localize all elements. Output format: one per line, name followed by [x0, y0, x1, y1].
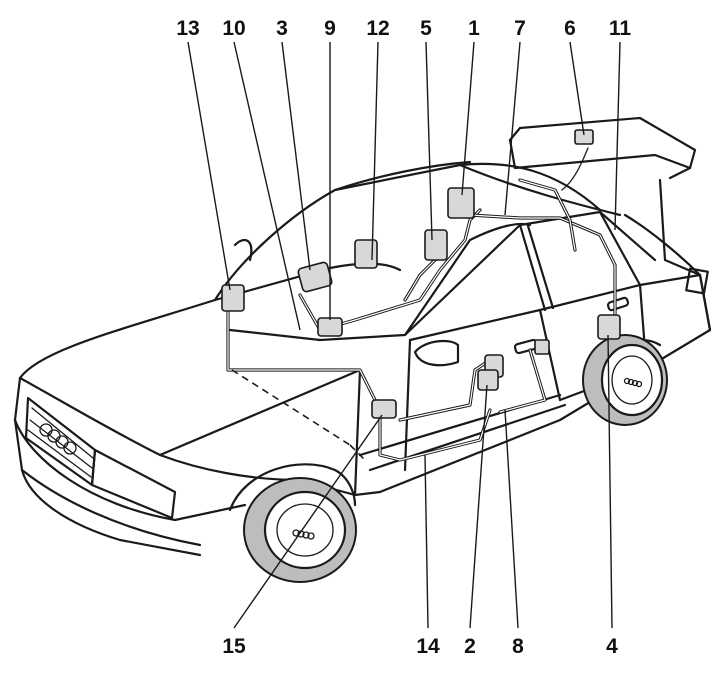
callout-15: 15	[222, 635, 246, 658]
callout-14: 14	[416, 635, 440, 658]
hubcap-logo-icon-rear	[623, 377, 643, 388]
callout-10: 10	[222, 17, 246, 40]
component-13	[221, 284, 245, 312]
vacuum-hose-system	[226, 147, 617, 462]
callout-1: 1	[468, 17, 480, 40]
callout-4: 4	[606, 635, 618, 658]
callout-11: 11	[608, 17, 632, 40]
brand-rings-icon	[39, 423, 77, 455]
callout-7: 7	[514, 17, 526, 40]
callout-12: 12	[366, 17, 390, 40]
component-4	[597, 314, 621, 340]
dashed-line-2	[349, 444, 366, 461]
component-3	[297, 261, 333, 293]
component-6	[574, 129, 594, 145]
component-15	[371, 399, 397, 419]
component-2b	[477, 369, 499, 391]
component-12	[354, 239, 378, 269]
components	[221, 129, 621, 419]
callout-8: 8	[512, 635, 524, 658]
component-5	[424, 229, 448, 261]
leader-lines	[187, 41, 621, 629]
callout-9: 9	[324, 17, 336, 40]
component-1	[447, 187, 475, 219]
car-body	[13, 116, 712, 583]
callout-2: 2	[464, 635, 476, 658]
callout-13: 13	[176, 17, 200, 40]
callout-6: 6	[564, 17, 576, 40]
callout-3: 3	[276, 17, 288, 40]
component-8	[534, 339, 550, 355]
callout-5: 5	[420, 17, 432, 40]
component-10	[317, 317, 343, 337]
